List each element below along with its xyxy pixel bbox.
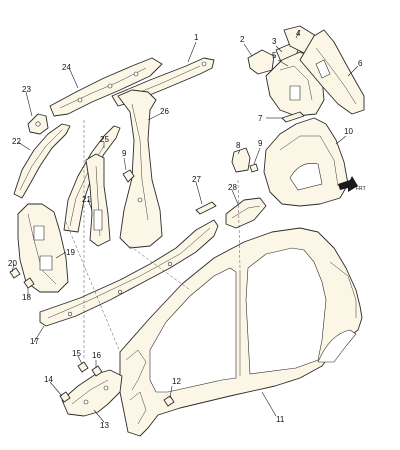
part-6-rear-pillar-inner <box>299 29 365 115</box>
callout-19: 19 <box>66 248 75 257</box>
part-17-rocker-sill <box>39 219 219 327</box>
front-direction-arrow: FRT <box>338 176 366 192</box>
callout-25: 25 <box>100 135 109 144</box>
part-8-bracket <box>231 147 251 173</box>
part-26-b-pillar-outer <box>117 89 163 249</box>
callout-labels: 1 2 3 4 5 6 7 8 9 9 10 11 12 13 14 15 16… <box>8 29 363 430</box>
callout-3: 3 <box>272 37 277 46</box>
callout-18: 18 <box>22 293 31 302</box>
callout-8: 8 <box>236 141 241 150</box>
front-direction-label: FRT <box>356 186 366 192</box>
part-2-bracket <box>247 49 275 75</box>
part-22-a-pillar-upper-inner <box>13 123 71 199</box>
part-18-clip <box>23 277 35 289</box>
part-10-rear-quarter-inner <box>263 117 349 207</box>
callout-16: 16 <box>92 351 101 360</box>
part-27-bracket-strip <box>195 201 217 215</box>
part-13-hinge-pillar-lower-bracket <box>61 369 123 417</box>
callout-9-right: 9 <box>258 139 263 148</box>
part-9-clip-left <box>122 169 135 183</box>
part-15-clip <box>77 361 89 373</box>
callout-22: 22 <box>12 137 21 146</box>
callout-1: 1 <box>194 33 199 42</box>
callout-4: 4 <box>296 29 301 38</box>
callout-27: 27 <box>192 175 201 184</box>
callout-15: 15 <box>72 349 81 358</box>
callout-13: 13 <box>100 421 109 430</box>
callout-21: 21 <box>82 195 91 204</box>
leader-lines <box>11 29 359 423</box>
part-28-lower-bracket <box>225 197 267 229</box>
part-14-clip <box>59 391 71 403</box>
callout-26: 26 <box>160 107 169 116</box>
callout-14: 14 <box>44 375 53 384</box>
callout-24: 24 <box>62 63 71 72</box>
callout-5: 5 <box>272 51 277 60</box>
callout-20: 20 <box>8 259 17 268</box>
callout-6: 6 <box>358 59 363 68</box>
callout-7: 7 <box>258 114 263 123</box>
part-24-roof-rail-reinforcement <box>49 57 163 117</box>
callout-2: 2 <box>240 35 245 44</box>
part-9-clip-right <box>249 163 259 173</box>
part-7-strip <box>281 111 305 123</box>
callout-23: 23 <box>22 85 31 94</box>
part-12-clip <box>163 395 175 407</box>
callout-12: 12 <box>172 377 181 386</box>
callout-9-left: 9 <box>122 149 127 158</box>
part-21-b-pillar-inner <box>85 153 111 247</box>
part-19-hinge-pillar-inner <box>17 203 69 293</box>
part-23-bracket <box>27 113 49 135</box>
callout-28: 28 <box>228 183 237 192</box>
alignment-lines <box>65 120 241 360</box>
callout-11: 11 <box>276 415 285 424</box>
arrow-icon <box>338 176 358 192</box>
callout-10: 10 <box>344 127 353 136</box>
part-20-clip <box>9 267 21 279</box>
part-11-body-side-outer-panel <box>119 227 363 437</box>
callout-17: 17 <box>30 337 39 346</box>
